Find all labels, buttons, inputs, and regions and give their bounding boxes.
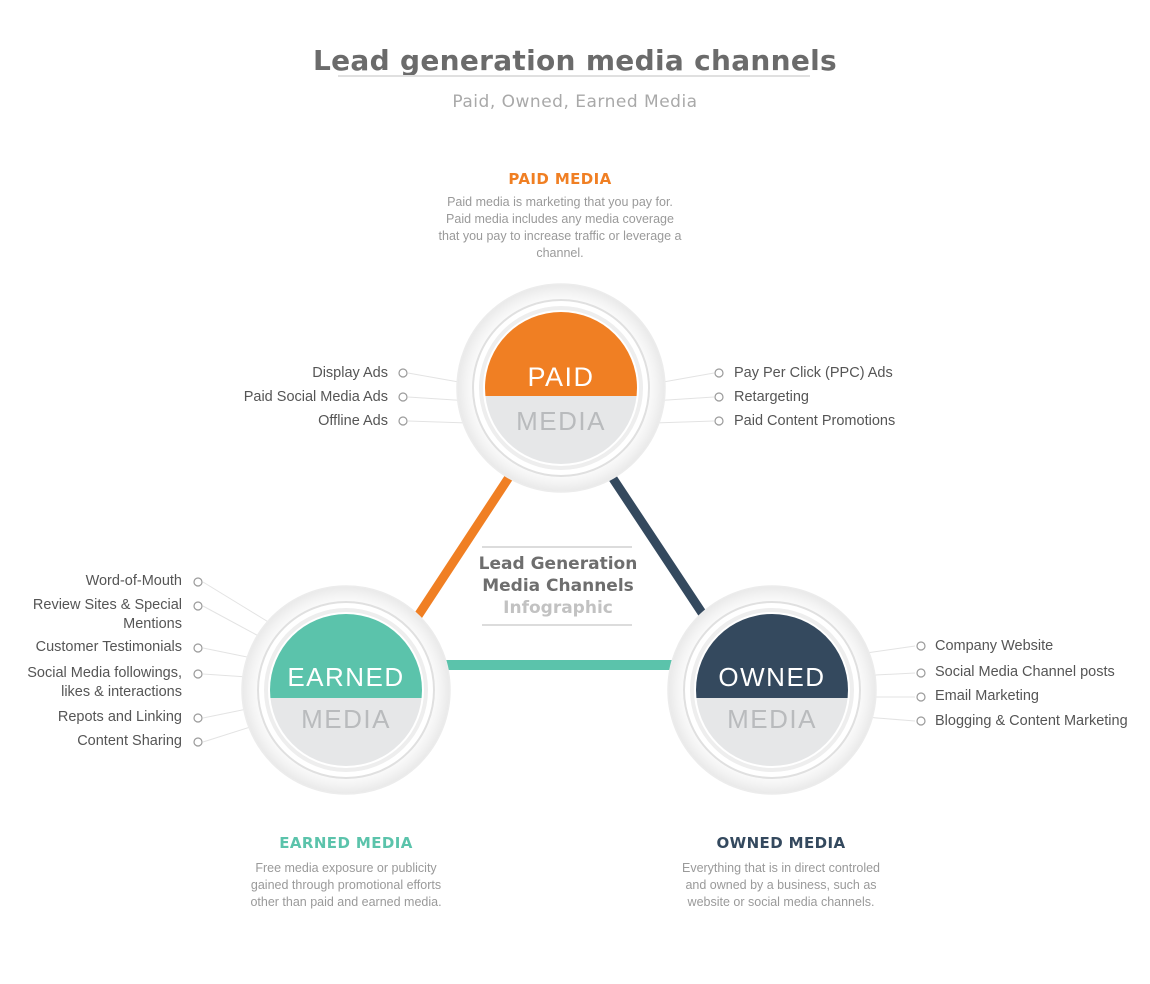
earned-media-heading: EARNED MEDIA [279, 834, 413, 852]
bullet-markers [193, 368, 926, 747]
list-item: Retargeting [734, 389, 809, 405]
list-item: Repots and Linking [57, 709, 182, 725]
paid-owned-connector [604, 468, 716, 631]
page-title: Lead generation media channels [312, 44, 838, 77]
list-item: Pay Per Click (PPC) Ads [734, 365, 893, 381]
owned-circle-label: OWNED [718, 662, 825, 692]
list-item: Customer Testimonials [35, 639, 182, 655]
page-subtitle: Paid, Owned, Earned Media [452, 92, 698, 112]
center-label-line-3: Infographic [503, 598, 613, 618]
paid-media-circle [456, 283, 666, 493]
list-item: Blogging & Content Marketing [935, 713, 1128, 729]
center-label: Lead Generation Media Channels Infograph… [465, 553, 651, 619]
list-item: Email Marketing [935, 688, 1039, 704]
list-item: Social Media followings, likes & interac… [27, 665, 182, 700]
paid-earned-connector [406, 465, 519, 631]
earned-circle-sublabel: MEDIA [301, 704, 391, 734]
list-item: Word-of-Mouth [85, 573, 182, 589]
center-label-line-2: Media Channels [482, 576, 634, 596]
owned-circle-sublabel: MEDIA [727, 704, 817, 734]
list-item: Display Ads [312, 365, 388, 381]
paid-circle-sublabel: MEDIA [516, 406, 606, 436]
center-label-bottom-rule [482, 624, 632, 626]
center-label-top-rule [482, 546, 632, 548]
earned-circle-label: EARNED [287, 662, 404, 692]
paid-media-description: Paid media is marketing that you pay for… [438, 195, 682, 260]
paid-media-heading: PAID MEDIA [508, 170, 612, 188]
list-item: Review Sites & Special Mentions [32, 597, 182, 632]
owned-media-circle [667, 585, 877, 795]
list-item: Offline Ads [318, 413, 388, 429]
list-item: Social Media Channel posts [935, 664, 1115, 680]
earned-media-description: Free media exposure or publicity gained … [250, 861, 442, 909]
paid-circle-label: PAID [527, 362, 594, 392]
owned-media-description: Everything that is in direct controled a… [681, 861, 881, 909]
list-item: Company Website [935, 638, 1054, 654]
title-underline [338, 75, 810, 77]
earned-leader-lines [202, 581, 271, 743]
owned-media-heading: OWNED MEDIA [716, 834, 846, 852]
list-item: Paid Content Promotions [734, 413, 896, 429]
center-label-line-1: Lead Generation [478, 554, 638, 574]
list-item: Paid Social Media Ads [243, 389, 388, 405]
earned-media-circle [241, 585, 451, 795]
list-item: Content Sharing [77, 733, 182, 749]
